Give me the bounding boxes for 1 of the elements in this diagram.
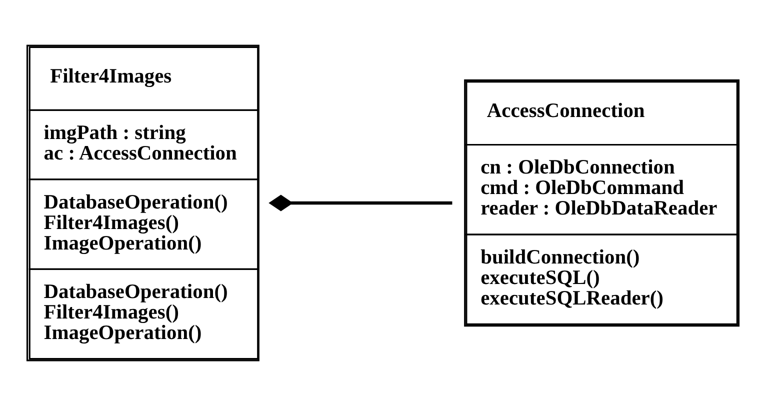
connector [268, 194, 452, 211]
